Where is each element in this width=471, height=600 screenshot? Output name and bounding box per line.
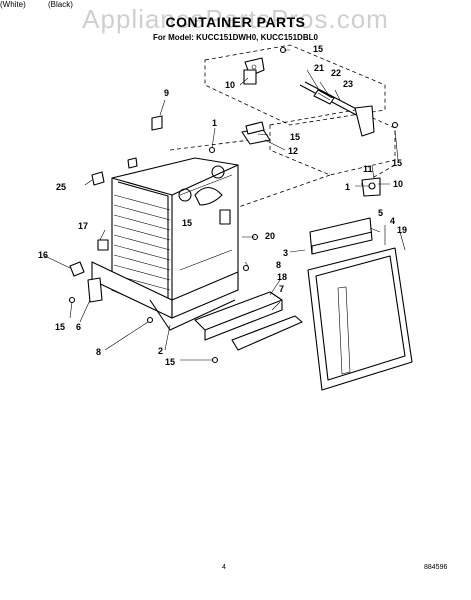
screw-cluster — [91, 115, 163, 186]
reference-box-upper — [204, 44, 386, 126]
callout-15b: 15 — [290, 132, 300, 142]
callout-23: 20 — [265, 231, 275, 241]
callout-4: 5 — [378, 208, 383, 218]
hinge-bracket — [243, 57, 265, 85]
cabinet-frame — [111, 157, 239, 316]
callout-8b: 8 — [96, 347, 101, 357]
hinge-pin-assembly — [299, 81, 375, 137]
dashed-leader-lines — [169, 139, 396, 211]
reference-box-lower — [269, 109, 396, 176]
callout-1b: 1 — [345, 182, 350, 192]
callout-15e: 15 — [55, 322, 65, 332]
callout-12: 12 — [288, 146, 298, 156]
callout-18: 18 — [277, 272, 287, 282]
callout-21: 22 — [331, 68, 341, 78]
callout-15d: 15 — [182, 218, 192, 228]
screws — [68, 46, 399, 364]
door-panel — [309, 217, 373, 255]
callout-20: 21 — [314, 63, 324, 73]
watermark: AppliancePartsPros.com — [82, 4, 389, 34]
callout-3: 4 — [390, 216, 395, 226]
door-liner — [337, 286, 351, 375]
page-title: CONTAINER PARTS — [165, 14, 306, 30]
callout-8a: 8 — [276, 260, 281, 270]
side-trim-hardware — [69, 239, 109, 303]
callout-9: 10 — [225, 80, 235, 90]
toe-grille — [194, 291, 303, 351]
callout-16: 16 — [38, 250, 48, 260]
document-number: 884596 — [424, 564, 448, 571]
callout-6: 6 — [76, 322, 81, 332]
callout-2: 3 — [283, 248, 288, 258]
callout-15c: 15 — [392, 158, 402, 168]
page-number: 4 — [222, 564, 226, 571]
callout-7: 7 — [279, 284, 284, 294]
base-pan — [91, 261, 239, 331]
callout-11: 11 — [363, 164, 373, 174]
callout-15a: 15 — [313, 44, 323, 54]
callout-22: 23 — [343, 79, 353, 89]
latch-bracket — [241, 121, 271, 145]
model-line: For Model: KUCC151DWH0, KUCC151DBL0 — [153, 33, 318, 42]
callout-15f: 15 — [165, 357, 175, 367]
callout-10: 10 — [393, 179, 403, 189]
callout-5: 2 — [158, 346, 163, 356]
callout-17: 17 — [78, 221, 88, 231]
model-variants: (White) (Black) — [0, 0, 73, 9]
door-gasket — [307, 247, 413, 391]
callout-1a: 1 — [212, 118, 217, 128]
callout-13: 9 — [164, 88, 169, 98]
callout-25: 25 — [56, 182, 66, 192]
callout-19: 19 — [397, 225, 407, 235]
